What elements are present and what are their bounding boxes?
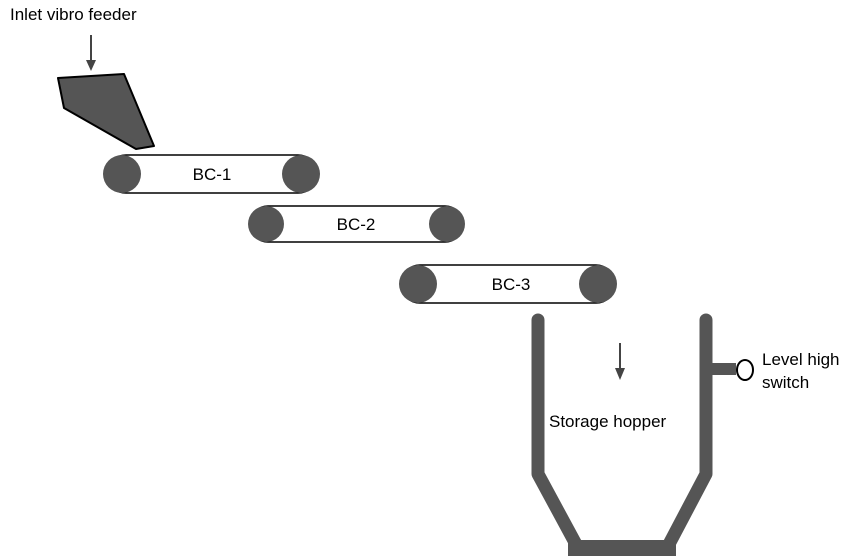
- conveyor-bc-2-label: BC-2: [337, 215, 376, 234]
- feeder-chute: [57, 73, 155, 150]
- conveyor-bc-3-label: BC-3: [492, 275, 531, 294]
- hopper-label: Storage hopper: [549, 412, 667, 431]
- hopper-inlet-arrow: [615, 343, 625, 380]
- conveyor-bc-1: BC-1: [103, 154, 320, 194]
- feeder-label: Inlet vibro feeder: [10, 5, 137, 24]
- feeder-inlet-arrow: [86, 35, 96, 71]
- conveyor-bc-1-label: BC-1: [193, 165, 232, 184]
- level-high-switch: Level high switch: [710, 350, 840, 392]
- storage-hopper: [531, 313, 713, 556]
- level-switch-label-line2: switch: [762, 373, 809, 392]
- conveyor-bc-3: BC-3: [399, 264, 617, 304]
- level-switch-label-line1: Level high: [762, 350, 840, 369]
- conveyor-bc-2: BC-2: [248, 205, 465, 243]
